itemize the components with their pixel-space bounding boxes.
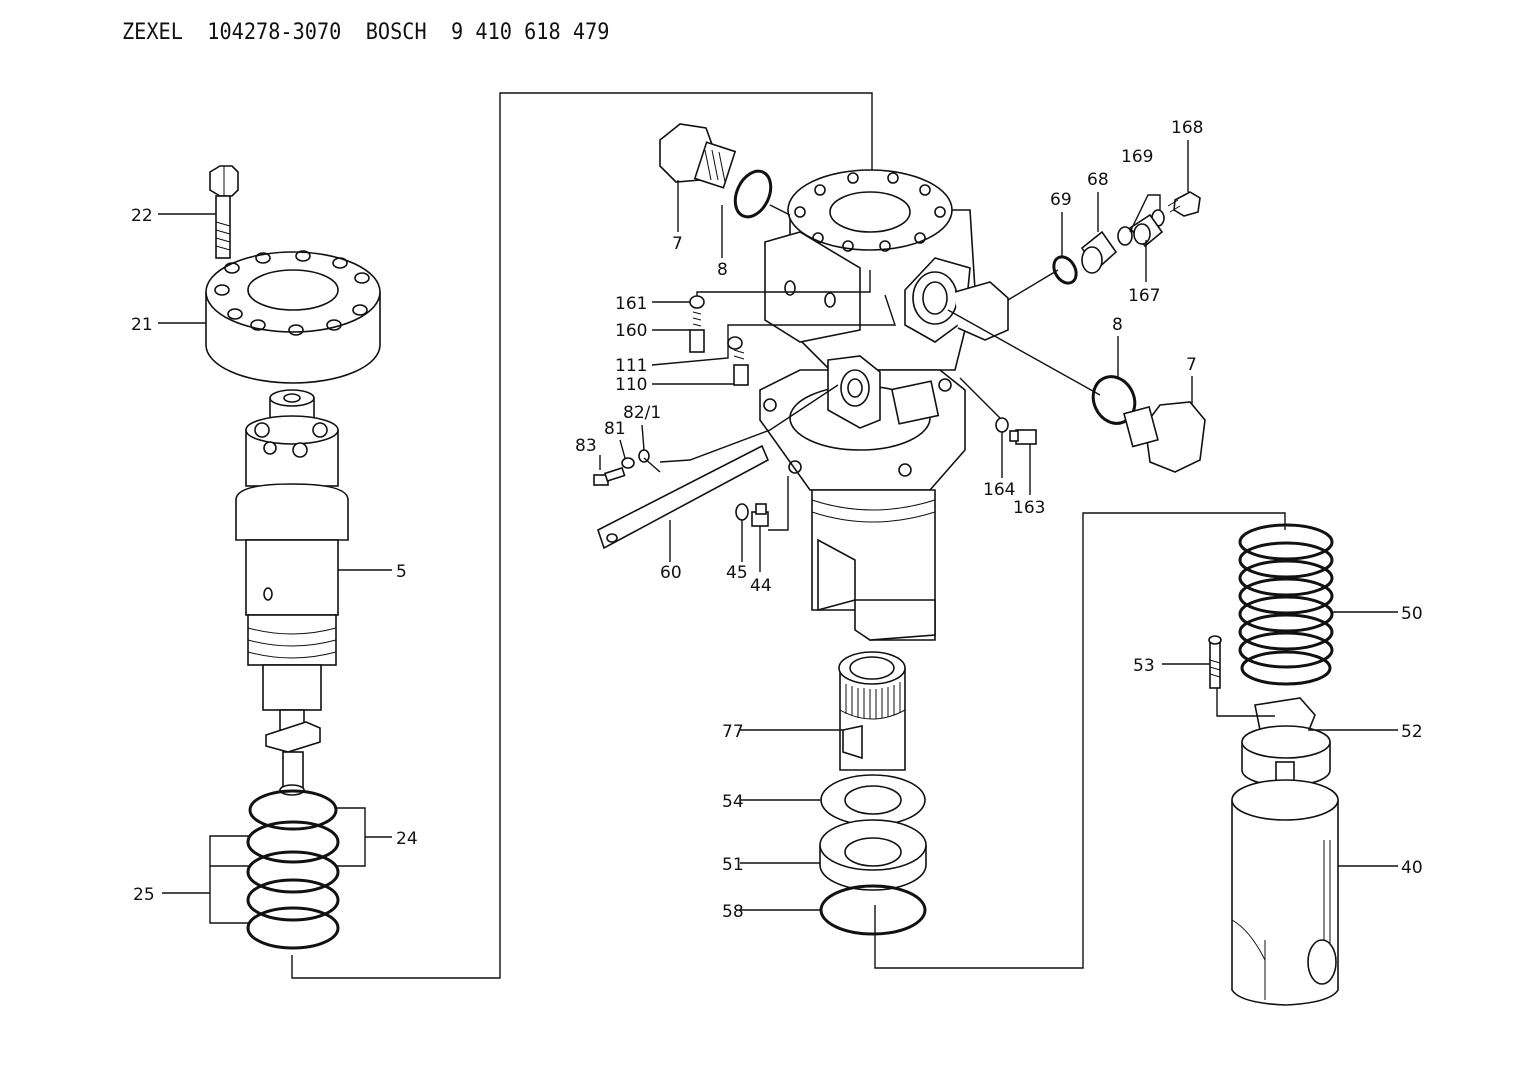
screw-part-160-161 bbox=[689, 295, 705, 353]
label-5: 5 bbox=[396, 562, 407, 582]
o-ring-part-58 bbox=[819, 884, 927, 936]
pump-element-part-5 bbox=[235, 389, 349, 796]
label-25: 25 bbox=[133, 885, 155, 905]
plug-part-7-top bbox=[659, 123, 737, 189]
o-ring-part-8-top bbox=[733, 169, 773, 219]
label-53: 53 bbox=[1133, 656, 1155, 676]
banjo-part-167 bbox=[1128, 213, 1164, 248]
label-54: 54 bbox=[722, 792, 744, 812]
o-rings-part-24-25 bbox=[246, 789, 340, 950]
label-68: 68 bbox=[1087, 170, 1109, 190]
tappet-part-40 bbox=[1231, 779, 1339, 1006]
connector-line-right bbox=[874, 512, 1286, 969]
sleeve-part-68 bbox=[1080, 230, 1118, 274]
label-44: 44 bbox=[750, 576, 772, 596]
label-161: 161 bbox=[615, 294, 647, 314]
gasket-part-69 bbox=[1052, 255, 1078, 285]
flange-part-21 bbox=[205, 250, 381, 384]
spring-part-50 bbox=[1238, 523, 1334, 686]
screw-part-44-45 bbox=[735, 503, 769, 527]
label-167: 167 bbox=[1128, 286, 1160, 306]
label-168: 168 bbox=[1171, 118, 1203, 138]
o-ring-part-8-right bbox=[1091, 375, 1137, 425]
label-8-right: 8 bbox=[1112, 315, 1123, 335]
plug-part-7-right bbox=[1123, 401, 1206, 473]
label-169: 169 bbox=[1121, 147, 1153, 167]
spring-seat-part-52 bbox=[1241, 697, 1331, 787]
control-rod-part-60 bbox=[597, 444, 770, 550]
screw-part-163-164 bbox=[995, 417, 1037, 445]
bolt-part-22 bbox=[209, 165, 239, 259]
label-69: 69 bbox=[1050, 190, 1072, 210]
label-22: 22 bbox=[131, 206, 153, 226]
leader-lines bbox=[158, 140, 1398, 924]
label-83: 83 bbox=[575, 436, 597, 456]
label-50: 50 bbox=[1401, 604, 1423, 624]
label-40: 40 bbox=[1401, 858, 1423, 878]
label-111: 111 bbox=[615, 356, 647, 376]
label-164: 164 bbox=[983, 480, 1015, 500]
spring-seat-part-54 bbox=[820, 774, 926, 826]
label-45: 45 bbox=[726, 563, 748, 583]
label-110: 110 bbox=[615, 375, 647, 395]
control-sleeve-part-77 bbox=[838, 651, 906, 771]
label-58: 58 bbox=[722, 902, 744, 922]
label-77: 77 bbox=[722, 722, 744, 742]
label-7-right: 7 bbox=[1186, 355, 1197, 375]
spring-seat-part-51 bbox=[819, 819, 927, 891]
label-51: 51 bbox=[722, 855, 744, 875]
label-21: 21 bbox=[131, 315, 153, 335]
label-82-1: 82/1 bbox=[623, 403, 661, 423]
label-160: 160 bbox=[615, 321, 647, 341]
screw-part-83 bbox=[593, 466, 626, 486]
label-8-top: 8 bbox=[717, 260, 728, 280]
washer-part-81 bbox=[621, 457, 635, 469]
connector-line-left bbox=[291, 92, 873, 979]
page-title: ZEXEL 104278-3070 BOSCH 9 410 618 479 bbox=[122, 20, 610, 45]
screw-part-110-111 bbox=[727, 336, 749, 386]
label-60: 60 bbox=[660, 563, 682, 583]
bolt-part-168 bbox=[1167, 191, 1201, 217]
label-81: 81 bbox=[604, 419, 626, 439]
label-7-top: 7 bbox=[672, 234, 683, 254]
screw-part-53 bbox=[1208, 635, 1222, 689]
pump-housing bbox=[759, 169, 1009, 641]
label-163: 163 bbox=[1013, 498, 1045, 518]
label-52: 52 bbox=[1401, 722, 1423, 742]
label-24: 24 bbox=[396, 829, 418, 849]
